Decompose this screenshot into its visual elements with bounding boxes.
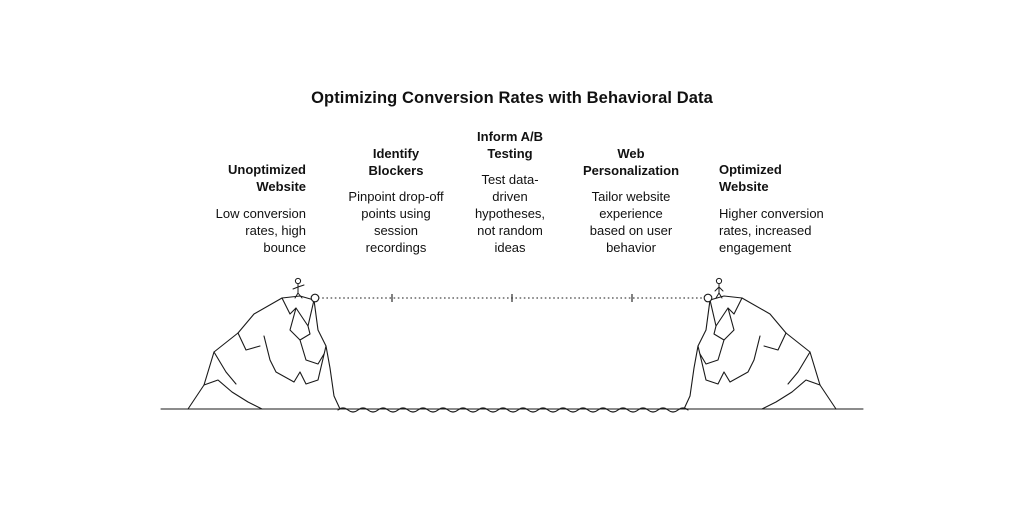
left-cliff [187,295,341,410]
right-anchor [703,293,713,303]
stage-1-heading: Unoptimized Website [228,162,306,194]
stage-3-description: Test data- driven hypotheses, not random… [474,172,546,255]
stage-4-description: Tailor website experience based on user … [589,189,673,255]
stage-1-description: Low conversion rates, high bounce [215,206,306,255]
stage-4-heading: Web Personalization [582,146,680,178]
stage-2-description: Pinpoint drop-off points using session r… [348,189,444,255]
left-person-icon [292,277,305,299]
stage-3-heading: Inform A/B Testing [477,129,543,161]
right-cliff [683,295,837,410]
stage-2-heading: Identify Blockers [368,146,424,178]
stage-5-heading: Optimized Website [719,162,782,194]
water-waves [337,407,689,413]
stage-5-description: Higher conversion rates, increased engag… [719,206,824,255]
right-person-icon [714,277,724,299]
left-anchor [310,293,320,303]
diagram-title: Optimizing Conversion Rates with Behavio… [311,89,713,107]
